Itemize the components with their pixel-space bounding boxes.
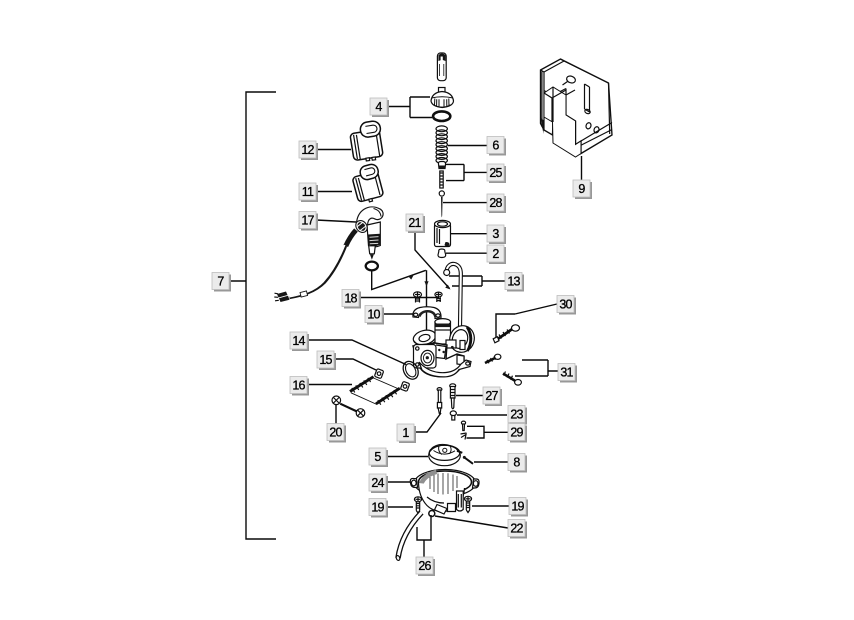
svg-text:15: 15 [319, 353, 332, 367]
svg-text:24: 24 [371, 476, 384, 490]
svg-text:26: 26 [418, 559, 431, 573]
svg-text:6: 6 [492, 139, 499, 153]
svg-text:9: 9 [578, 182, 585, 196]
svg-text:3: 3 [492, 227, 499, 241]
svg-text:5: 5 [374, 450, 381, 464]
svg-text:31: 31 [560, 366, 573, 380]
svg-text:17: 17 [301, 214, 314, 228]
svg-text:19: 19 [371, 501, 384, 515]
svg-text:20: 20 [329, 426, 342, 440]
svg-text:16: 16 [292, 379, 305, 393]
svg-text:30: 30 [559, 298, 572, 312]
svg-text:4: 4 [375, 100, 382, 114]
svg-text:18: 18 [344, 292, 357, 306]
svg-text:2: 2 [492, 247, 499, 261]
svg-text:10: 10 [367, 308, 380, 322]
svg-text:7: 7 [217, 275, 224, 289]
svg-text:27: 27 [485, 389, 498, 403]
svg-text:12: 12 [301, 143, 314, 157]
svg-text:8: 8 [513, 456, 520, 470]
svg-text:13: 13 [507, 275, 520, 289]
svg-text:23: 23 [510, 408, 523, 422]
svg-text:22: 22 [510, 522, 523, 536]
svg-text:25: 25 [489, 166, 502, 180]
svg-text:28: 28 [489, 196, 502, 210]
svg-text:19: 19 [511, 500, 524, 514]
svg-text:1: 1 [402, 426, 409, 440]
svg-text:29: 29 [510, 426, 523, 440]
svg-text:21: 21 [408, 216, 421, 230]
svg-text:11: 11 [302, 185, 314, 199]
svg-text:14: 14 [292, 334, 305, 348]
